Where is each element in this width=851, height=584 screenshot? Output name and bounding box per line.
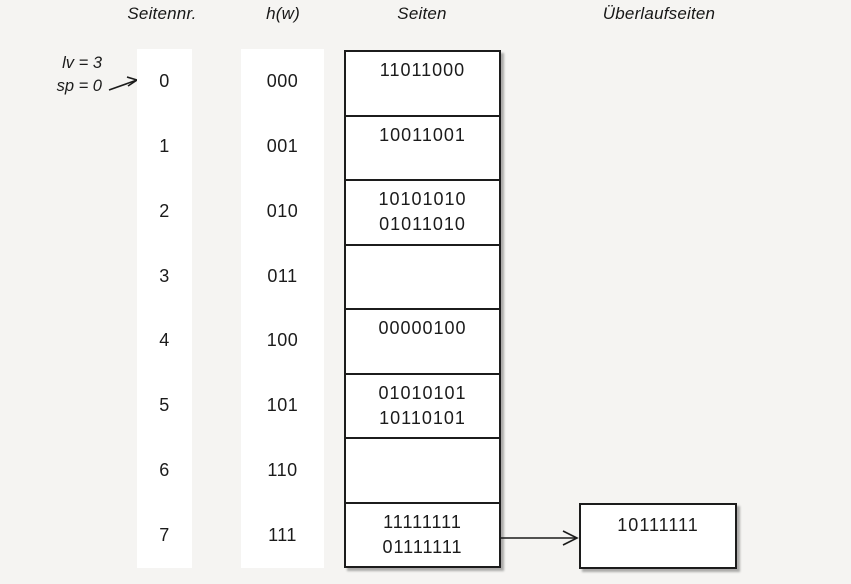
record-value: 01010101: [378, 382, 467, 403]
split-pointer-label: sp = 0: [56, 77, 102, 95]
page-number: 2: [159, 200, 170, 221]
page-cell-7: 11111111 01111111: [346, 504, 499, 567]
page-cell-3: [346, 246, 499, 310]
overflow-record-value: 10111111: [617, 515, 699, 535]
column-header-page-number: Seitennr.: [127, 4, 197, 23]
page-cell-2: 10101010 01011010: [346, 181, 499, 246]
page-number: 0: [159, 70, 170, 91]
hash-value: 101: [266, 395, 299, 416]
page-number: 3: [159, 265, 170, 286]
overflow-page-cell: 10111111: [579, 503, 737, 569]
hash-value: 001: [266, 135, 299, 156]
record-value: 01111111: [382, 536, 463, 557]
hash-value-column: 000 001 010 011 100 101 110 111: [241, 49, 324, 568]
page-number: 7: [159, 525, 170, 546]
page-cell-5: 01010101 10110101: [346, 375, 499, 439]
record-value: 00000100: [378, 318, 467, 338]
record-value: 01011010: [379, 214, 466, 234]
hash-value: 111: [268, 525, 297, 546]
level-label: lv = 3: [62, 54, 102, 72]
record-value: 10011001: [379, 124, 466, 145]
page-number-column: 0 1 2 3 4 5 6 7: [137, 49, 192, 568]
page-cell-4: 00000100: [346, 310, 499, 375]
column-header-pages: Seiten: [397, 4, 447, 23]
page-number: 4: [159, 330, 170, 351]
record-value: 10110101: [379, 407, 466, 428]
column-header-hash-function: h(w): [266, 4, 300, 23]
hash-value: 100: [266, 330, 299, 351]
page-cell-6: [346, 439, 499, 504]
hash-value: 110: [267, 460, 298, 481]
page-number: 6: [159, 460, 170, 481]
page-number: 5: [159, 395, 170, 416]
hash-value: 010: [266, 200, 299, 221]
record-value: 11011000: [379, 60, 466, 80]
hash-value: 000: [266, 70, 299, 91]
page-number: 1: [159, 135, 170, 156]
column-header-overflow-pages: Überlaufseiten: [602, 4, 716, 23]
record-value: 10101010: [378, 189, 467, 209]
pages-container: 11011000 10011001 10101010 01011010 0000…: [344, 50, 501, 568]
page-cell-0: 11011000: [346, 52, 499, 117]
overflow-arrow-icon: [500, 530, 579, 546]
hash-value: 011: [267, 265, 298, 286]
page-cell-1: 10011001: [346, 117, 499, 181]
record-value: 11111111: [383, 511, 462, 532]
hash-state-annotation: lv = 3 sp = 0: [26, 52, 102, 98]
